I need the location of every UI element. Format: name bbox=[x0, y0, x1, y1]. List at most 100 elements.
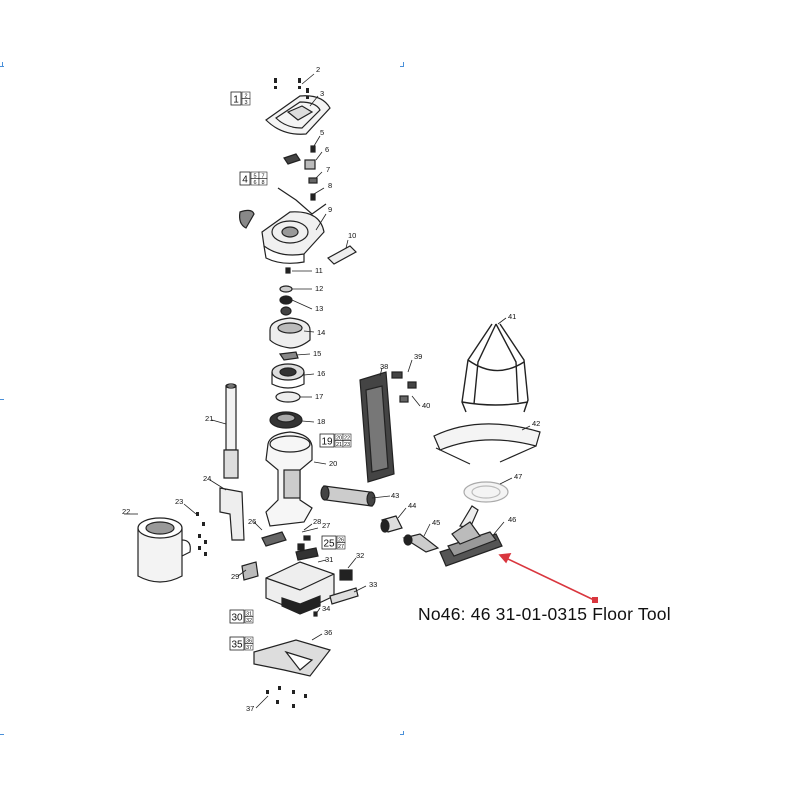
callout-number: 36 bbox=[324, 628, 332, 637]
callout-number: 34 bbox=[322, 604, 330, 613]
part-screws-37 bbox=[266, 686, 307, 708]
part-washers bbox=[279, 267, 293, 316]
part-bracket-24 bbox=[219, 487, 245, 541]
part-motor bbox=[271, 363, 305, 389]
callout-number: 42 bbox=[532, 419, 540, 428]
callout-number: 2 bbox=[316, 65, 320, 74]
part-motor-housing bbox=[239, 209, 325, 264]
callout-number: 18 bbox=[317, 417, 325, 426]
group-sub-number: 27 bbox=[338, 544, 344, 550]
part-wand-tube bbox=[223, 383, 239, 479]
callout-number: 8 bbox=[328, 181, 332, 190]
callout-number: 12 bbox=[315, 284, 323, 293]
callout-number: 22 bbox=[122, 507, 130, 516]
callout-number: 29 bbox=[231, 572, 239, 581]
callout-number: 47 bbox=[514, 472, 522, 481]
group-sub-number: 36 bbox=[246, 638, 252, 644]
part-dust-bin bbox=[137, 517, 191, 583]
group-sub-number: 32 bbox=[246, 618, 252, 624]
group-sub-number: 37 bbox=[246, 645, 252, 651]
callout-number: 46 bbox=[508, 515, 516, 524]
guide-mark bbox=[403, 62, 404, 66]
part-fan bbox=[269, 411, 303, 429]
part-clip-15 bbox=[278, 351, 299, 361]
callout-number: 11 bbox=[315, 266, 323, 275]
guide-mark bbox=[400, 66, 404, 67]
group-sub-number: 7 bbox=[261, 173, 264, 179]
part-small-fittings bbox=[283, 145, 318, 201]
part-top-cover bbox=[265, 95, 331, 135]
callout-number: 23 bbox=[175, 497, 183, 506]
callout-number: 32 bbox=[356, 551, 364, 560]
part-screws-23 bbox=[196, 512, 207, 556]
part-crevice-tool bbox=[402, 533, 440, 553]
guide-mark bbox=[0, 399, 4, 400]
callout-number: 37 bbox=[246, 704, 254, 713]
group-main-number: 4 bbox=[242, 175, 248, 186]
part-seal bbox=[275, 391, 301, 403]
group-main-number: 19 bbox=[321, 437, 333, 448]
guide-mark bbox=[0, 66, 4, 67]
guide-mark bbox=[400, 734, 404, 735]
callout-number: 13 bbox=[315, 304, 323, 313]
callout-number: 33 bbox=[369, 580, 377, 589]
part-caption: No46: 46 31-01-0315 Floor Tool bbox=[418, 604, 671, 624]
part-adapter bbox=[380, 515, 403, 533]
group-sub-number: 22 bbox=[344, 435, 350, 441]
callout-number: 20 bbox=[329, 459, 337, 468]
part-main-body bbox=[265, 431, 313, 527]
guide-mark bbox=[0, 734, 4, 735]
part-shoulder-harness bbox=[461, 323, 529, 413]
group-sub-number: 8 bbox=[261, 180, 264, 186]
group-sub-number: 23 bbox=[344, 442, 350, 448]
group-sub-number: 6 bbox=[253, 180, 256, 186]
part-switch-group bbox=[241, 531, 319, 581]
part-motor-cup bbox=[269, 317, 311, 349]
callout-number: 24 bbox=[203, 474, 211, 483]
callout-number: 45 bbox=[432, 518, 440, 527]
callout-number: 40 bbox=[422, 401, 430, 410]
callout-number: 5 bbox=[320, 128, 324, 137]
group-sub-number: 3 bbox=[244, 100, 247, 106]
group-main-number: 25 bbox=[323, 539, 335, 550]
callout-number: 26 bbox=[248, 517, 256, 526]
callout-number: 41 bbox=[508, 312, 516, 321]
part-latch-39 bbox=[391, 371, 417, 403]
callout-number: 16 bbox=[317, 369, 325, 378]
callout-number: 14 bbox=[317, 328, 325, 337]
part-side-clip bbox=[327, 245, 357, 265]
group-sub-number: 26 bbox=[338, 537, 344, 543]
group-sub-number: 20 bbox=[336, 435, 342, 441]
callout-number: 27 bbox=[322, 521, 330, 530]
group-main-number: 35 bbox=[231, 640, 243, 651]
part-hose-joint bbox=[320, 485, 376, 507]
part-wire-bracket bbox=[277, 187, 327, 215]
callout-number: 28 bbox=[313, 517, 321, 526]
callout-number: 43 bbox=[391, 491, 399, 500]
callout-number: 9 bbox=[328, 205, 332, 214]
group-sub-number: 21 bbox=[336, 442, 342, 448]
callout-number: 38 bbox=[380, 362, 388, 371]
callout-number: 44 bbox=[408, 501, 416, 510]
part-filter bbox=[463, 481, 509, 503]
callout-number: 3 bbox=[320, 89, 324, 98]
callout-number: 21 bbox=[205, 414, 213, 423]
callout-number: 15 bbox=[313, 349, 321, 358]
leader-lines bbox=[124, 73, 531, 709]
guide-mark bbox=[2, 62, 3, 66]
callout-number: 6 bbox=[325, 145, 329, 154]
guide-mark bbox=[403, 731, 404, 735]
group-main-number: 1 bbox=[233, 95, 239, 106]
callout-number: 7 bbox=[326, 165, 330, 174]
part-waist-belt bbox=[433, 423, 541, 465]
part-base-plate bbox=[253, 639, 332, 677]
group-sub-number: 5 bbox=[253, 173, 256, 179]
pointer-arrow bbox=[498, 553, 598, 603]
